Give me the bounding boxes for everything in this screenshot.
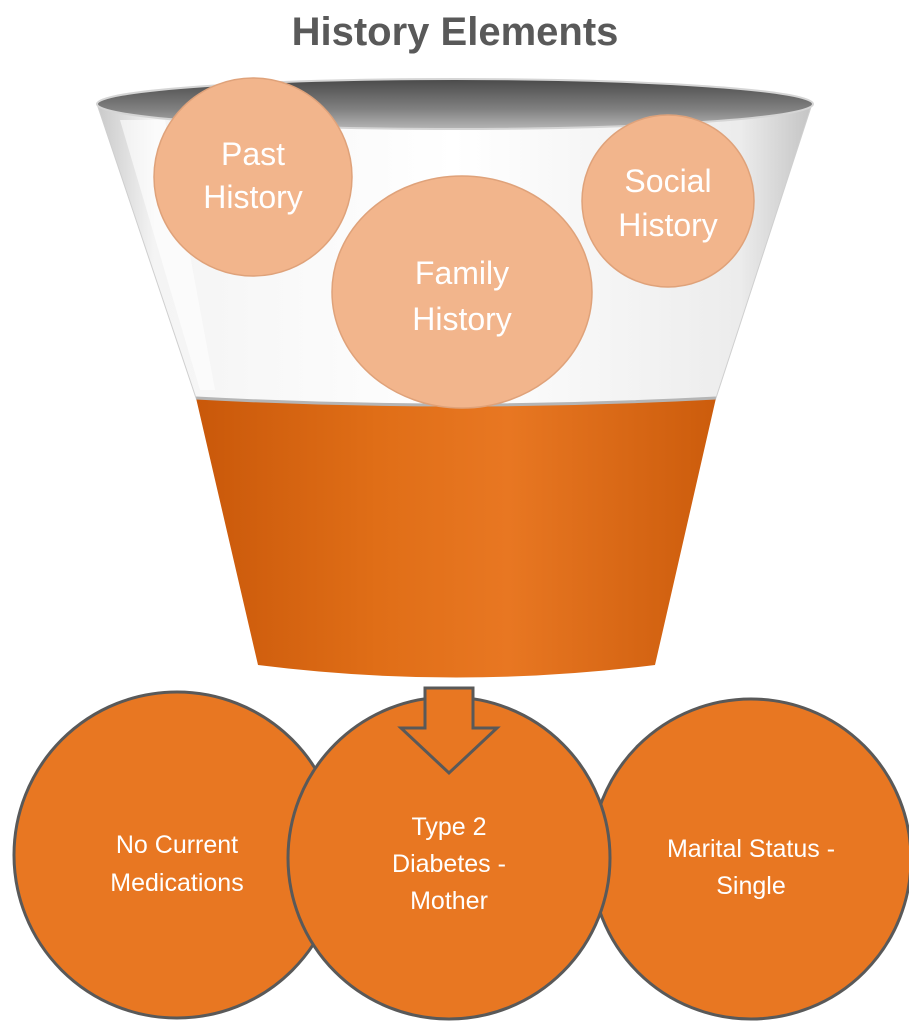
output-type2-diabetes: Type 2 Diabetes - Mother [286, 695, 612, 1021]
down-arrow-icon [397, 686, 501, 776]
output-marital-line1: Marital Status - [667, 835, 835, 863]
bubble-past-line1: Past [221, 136, 285, 172]
bubble-family-line2: History [412, 301, 512, 337]
output-marital-status: Marital Status - Single [589, 697, 909, 1021]
bubble-past-history: Past History [153, 77, 353, 277]
bubble-social-line1: Social [624, 163, 711, 199]
diagram-title: History Elements [292, 10, 619, 54]
funnel-orange-body [196, 398, 716, 678]
output-marital-line2: Single [716, 872, 786, 900]
bubble-past-line2: History [203, 179, 303, 215]
funnel-rim-edge [96, 78, 814, 130]
output-no-current-medications: No Current Medications [12, 690, 342, 1020]
bubble-family-line1: Family [415, 255, 509, 291]
output-medications-line1: No Current [116, 831, 238, 859]
output-diabetes-line1: Type 2 [411, 813, 486, 841]
bubble-family-history: Family History [331, 175, 593, 409]
output-diabetes-line3: Mother [410, 887, 488, 915]
bubble-social-history: Social History [581, 114, 755, 288]
output-diabetes-line2: Diabetes - [392, 850, 506, 878]
bubble-social-line2: History [618, 207, 718, 243]
output-medications-line2: Medications [110, 869, 243, 897]
funnel-glass-highlight [120, 120, 215, 390]
